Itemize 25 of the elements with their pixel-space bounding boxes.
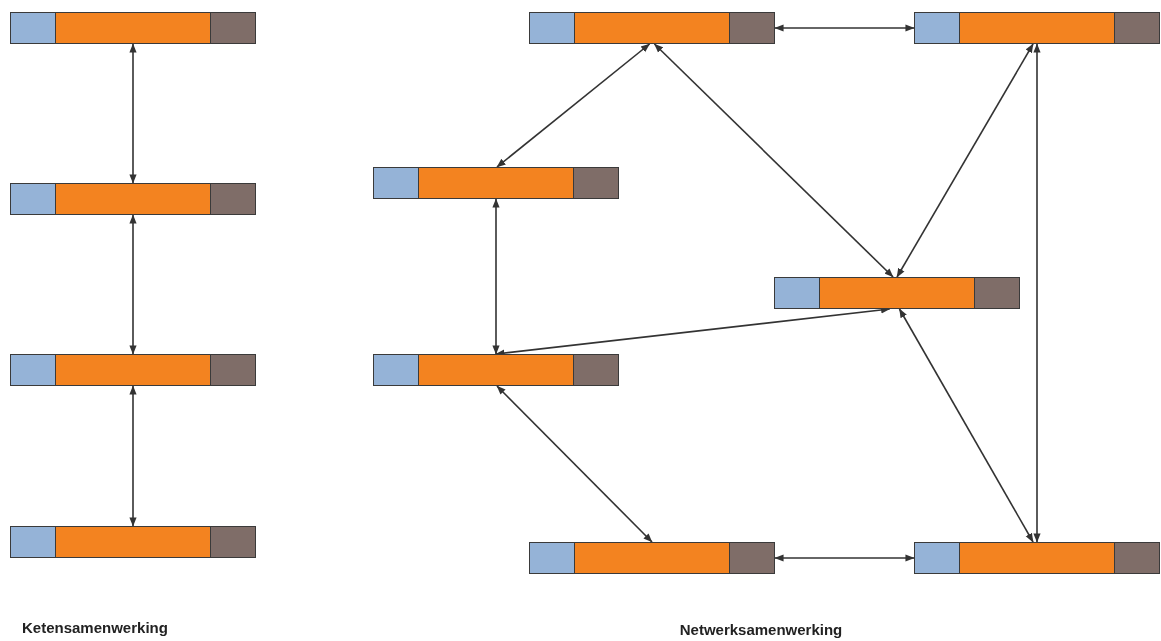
bar-node [10, 526, 256, 558]
double-arrow [896, 43, 1034, 278]
bar-node [10, 183, 256, 215]
bar-node [10, 354, 256, 386]
double-arrow [496, 43, 651, 168]
bar-node [529, 542, 775, 574]
double-arrow [492, 198, 500, 355]
bar-node [774, 277, 1020, 309]
group-caption: Ketensamenwerking [22, 619, 168, 636]
double-arrow [129, 43, 137, 184]
bar-node [373, 167, 619, 199]
double-arrow [129, 214, 137, 355]
double-arrow [496, 385, 653, 543]
double-arrow [1033, 43, 1041, 543]
bar-node [529, 12, 775, 44]
double-arrow [898, 308, 1034, 543]
double-arrow [774, 24, 915, 32]
double-arrow [774, 554, 915, 562]
bar-node [914, 542, 1160, 574]
bar-node [373, 354, 619, 386]
bar-node [10, 12, 256, 44]
group-caption: Netwerksamenwerking [679, 621, 843, 638]
double-arrow [129, 385, 137, 527]
double-arrow [653, 43, 894, 278]
bar-node [914, 12, 1160, 44]
